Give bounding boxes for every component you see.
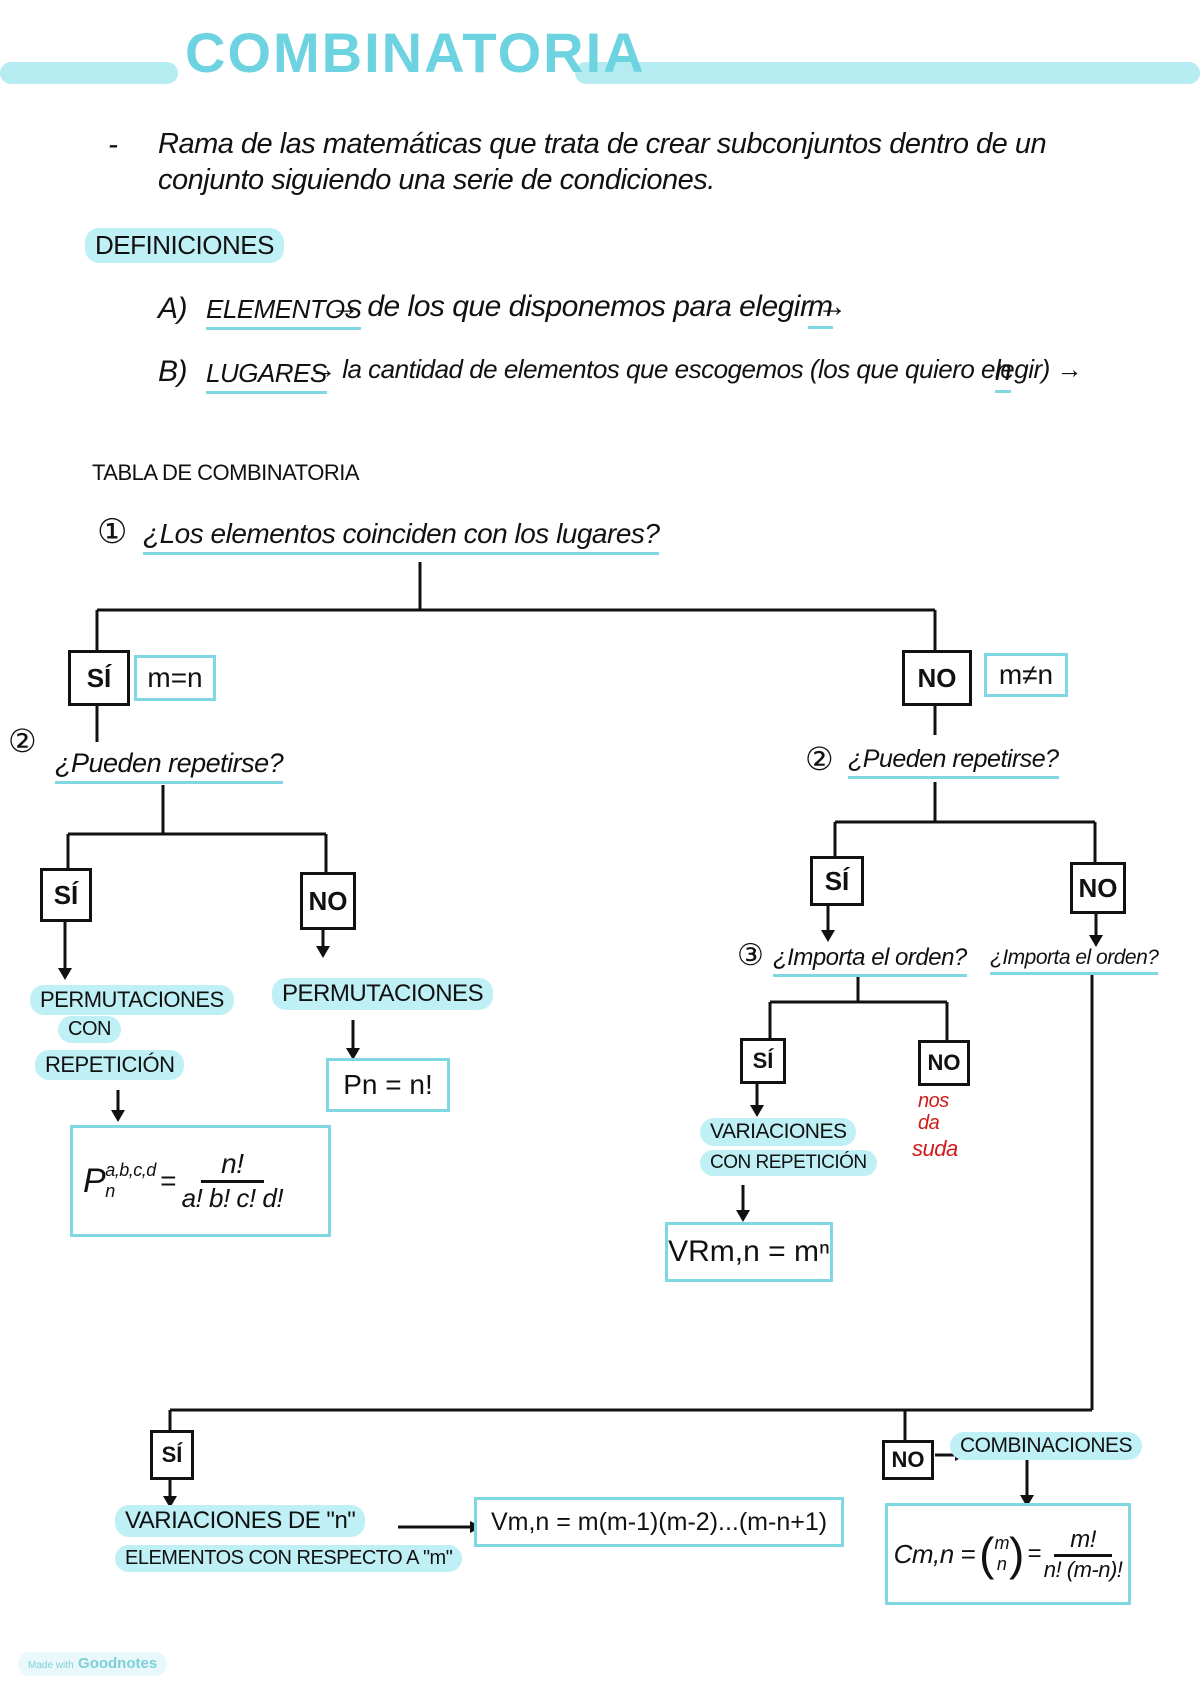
bottom-si-box: SÍ — [150, 1430, 194, 1480]
comb-paren-left: ( — [979, 1528, 995, 1580]
footer-watermark: Made with Goodnotes — [18, 1652, 168, 1676]
comb-binom-stack: m n — [994, 1533, 1009, 1575]
comb-fraction: m! n! (m-n)! — [1044, 1526, 1123, 1583]
right-q3-number: ③ — [737, 939, 764, 972]
perm-rep-scripts: a,b,c,d n — [105, 1160, 156, 1202]
perm-rep-sup: a,b,c,d — [105, 1160, 156, 1180]
comb-binomial: ( m n ) — [979, 1527, 1024, 1581]
left-q2-question: ¿Pueden repetirse? — [55, 748, 284, 784]
variaciones-label-2: ELEMENTOS CON RESPECTO A "m" — [115, 1545, 463, 1572]
var-rep-label-1: VARIACIONES — [700, 1118, 857, 1146]
def-b-var: n — [995, 354, 1012, 393]
variaciones-label-1: VARIACIONES DE "n" — [115, 1505, 366, 1537]
title-bar-left — [0, 62, 178, 84]
q1-question: ¿Los elementos coinciden con los lugares… — [143, 518, 660, 555]
q1-number: ① — [97, 513, 127, 551]
left-condition-box: m=n — [134, 655, 216, 701]
def-a-label: A) — [158, 292, 188, 325]
definiciones-heading: DEFINICIONES — [85, 228, 284, 263]
comb-den: n! (m-n)! — [1043, 1556, 1123, 1582]
right-q3b-question: ¿Importa el orden? — [990, 946, 1159, 975]
combinaciones-formula-box: Cm,n = ( m n ) = m! n! (m-n)! — [885, 1503, 1131, 1605]
right-no2-box: NO — [1070, 862, 1126, 914]
def-b-label: B) — [158, 355, 188, 388]
perm-rep-eq: = — [159, 1165, 176, 1196]
left-no2-box: NO — [300, 872, 356, 930]
comb-binom-top: m — [994, 1533, 1009, 1553]
perm-rep-sub: n — [105, 1181, 115, 1201]
perm-label: PERMUTACIONES — [272, 978, 494, 1010]
red-note-1: nos — [918, 1090, 949, 1112]
def-a-term: ELEMENTOS — [206, 294, 362, 330]
right-no3-box: NO — [918, 1040, 970, 1086]
right-q2-question: ¿Pueden repetirse? — [848, 745, 1059, 779]
left-si-box: SÍ — [68, 650, 130, 706]
right-condition-box: m≠n — [984, 653, 1068, 697]
perm-rep-fraction: n! a! b! c! d! — [181, 1148, 284, 1214]
perm-rep-formula-box: P a,b,c,d n = n! a! b! c! d! — [70, 1125, 331, 1237]
title-bar-right — [575, 62, 1200, 84]
right-no-box: NO — [902, 650, 972, 706]
perm-rep-label-2: CON — [58, 1016, 121, 1043]
comb-eq: = — [1027, 1540, 1041, 1567]
right-q3-question: ¿Importa el orden? — [773, 944, 967, 977]
right-si3-box: SÍ — [740, 1038, 786, 1084]
var-rep-label-2: CON REPETICIÓN — [700, 1150, 877, 1176]
intro-bullet: - — [108, 128, 118, 161]
perm-rep-label-1: PERMUTACIONES — [30, 985, 234, 1015]
red-note-3: suda — [912, 1136, 958, 1161]
perm-rep-num: n! — [201, 1148, 264, 1183]
tabla-heading: TABLA DE COMBINATORIA — [92, 460, 360, 485]
page-title: COMBINATORIA — [185, 21, 646, 84]
def-b-term: LUGARES — [206, 358, 327, 394]
bottom-no-box: NO — [882, 1440, 934, 1480]
right-si-box: SÍ — [810, 856, 864, 906]
perm-formula-box: Pn = n! — [326, 1058, 450, 1112]
perm-rep-lhs: P — [83, 1161, 106, 1200]
intro-line-2: conjunto siguiendo una serie de condicio… — [158, 164, 715, 196]
footer-made-with: Made with — [28, 1660, 74, 1671]
left-si2-box: SÍ — [40, 868, 92, 922]
red-note-2: da — [918, 1112, 940, 1134]
var-rep-formula-box: VRm,n = mⁿ — [665, 1222, 833, 1282]
perm-rep-den: a! b! c! d! — [181, 1183, 284, 1213]
intro-line-1: Rama de las matemáticas que trata de cre… — [158, 128, 1047, 160]
comb-paren-right: ) — [1008, 1528, 1025, 1580]
def-b-text: → la cantidad de elementos que escogemos… — [310, 354, 1083, 384]
comb-num: m! — [1054, 1526, 1112, 1557]
comb-lhs: Cm,n = — [893, 1538, 976, 1569]
footer-brand: Goodnotes — [78, 1655, 158, 1672]
left-q2-number: ② — [8, 723, 37, 759]
def-a-text: → de los que disponemos para elegir → — [330, 290, 847, 323]
right-q2-number: ② — [805, 741, 834, 777]
variaciones-formula-box: Vm,n = m(m-1)(m-2)...(m-n+1) — [474, 1497, 844, 1547]
comb-binom-bot: n — [996, 1554, 1007, 1574]
def-a-var: m — [808, 290, 833, 329]
perm-rep-label-3: REPETICIÓN — [35, 1050, 185, 1080]
combinaciones-label: COMBINACIONES — [950, 1432, 1143, 1460]
